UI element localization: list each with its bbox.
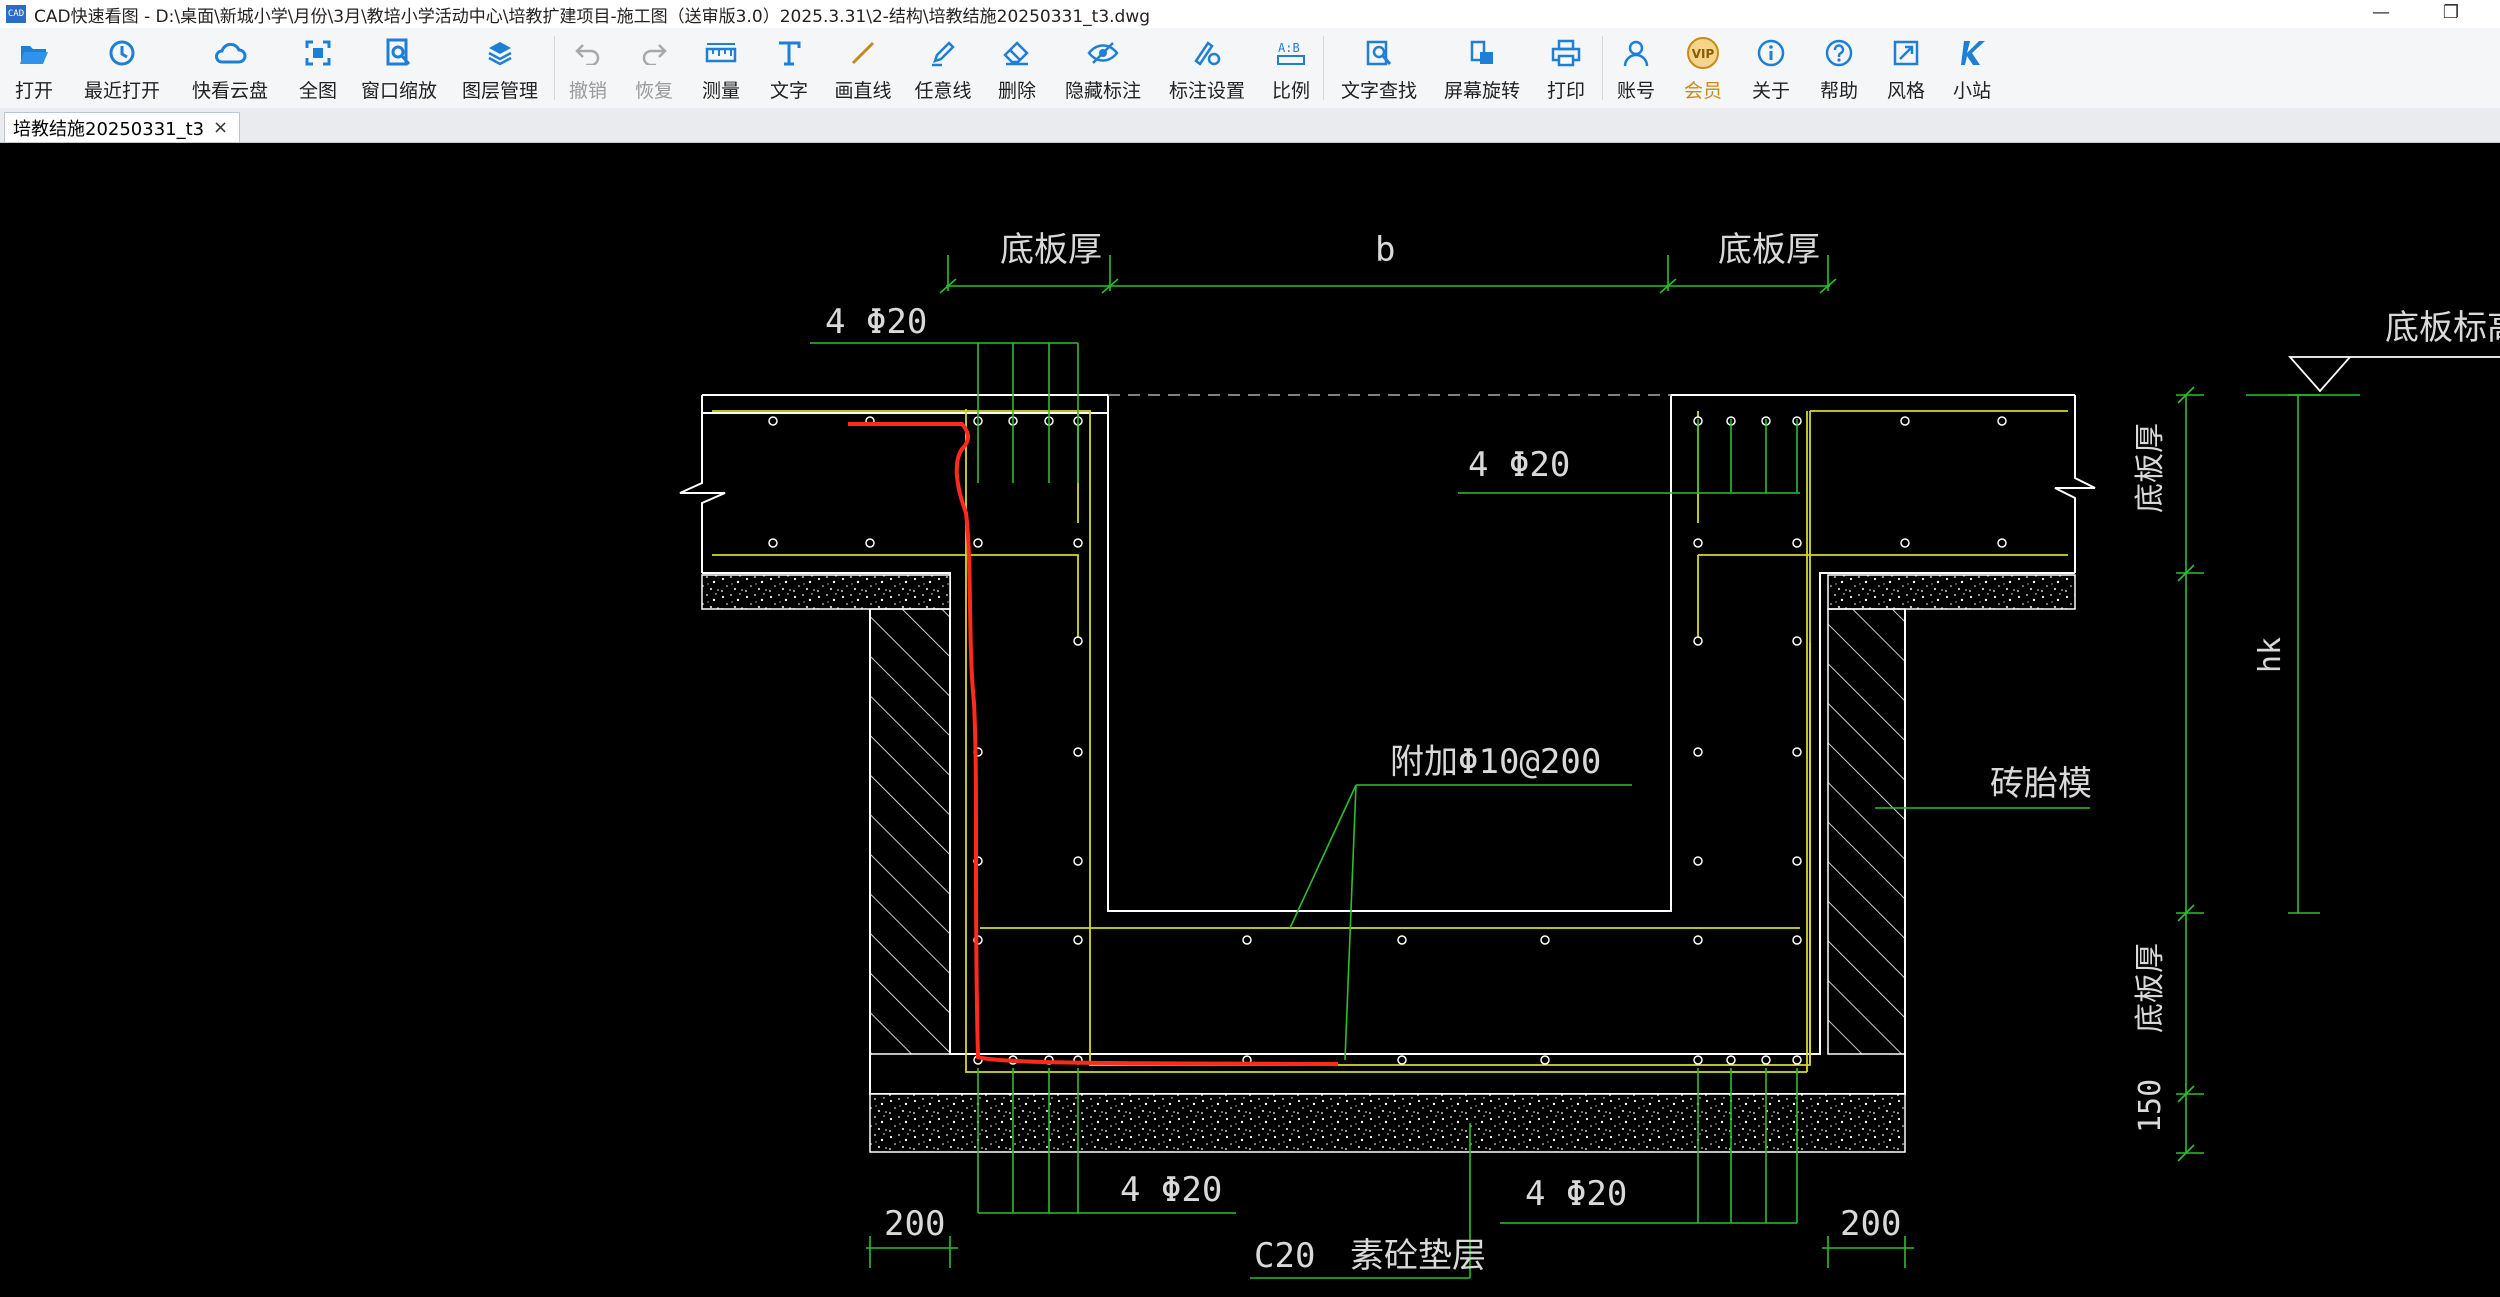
document-tab-bar: 培教结施20250331_t3 × (0, 108, 2500, 143)
mini-station-button[interactable]: 小站 (1939, 28, 2005, 108)
label-cushion-layer: 素砼垫层 (1350, 1236, 1486, 1276)
label-slab-thickness-left: 底板厚 (1000, 230, 1102, 270)
history-icon (105, 36, 139, 70)
window-zoom-button[interactable]: 窗口缩放 (352, 28, 446, 108)
annotation-settings-button[interactable]: 标注设置 (1155, 28, 1259, 108)
svg-text:VIP: VIP (1692, 47, 1715, 61)
info-icon (1754, 36, 1788, 70)
concrete-cushion-layer (869, 1093, 1906, 1153)
cloud-icon (213, 36, 247, 70)
annotation-settings-icon (1190, 36, 1224, 70)
layers-icon (483, 36, 517, 70)
text-button[interactable]: 文字 (755, 28, 823, 108)
scale-button[interactable]: A:B 比例 (1259, 28, 1323, 108)
label-slab-elevation: 底板标高 (2385, 308, 2500, 348)
style-icon (1889, 36, 1923, 70)
cushion-block-left (701, 574, 951, 610)
undo-icon (571, 36, 605, 70)
redo-button[interactable]: 恢复 (621, 28, 687, 108)
freehand-line-button[interactable]: 任意线 (903, 28, 983, 108)
eraser-icon (1000, 36, 1034, 70)
label-slab-thickness-vertical-bottom: 底板厚 (2133, 943, 2168, 1033)
main-toolbar: 打开 最近打开 快看云盘 全图 窗口缩放 图层管理 撤销 恢复 测量 文字 画直… (0, 28, 2500, 108)
label-hk: hk (2253, 637, 2288, 673)
tab-label: 培教结施20250331_t3 (13, 118, 205, 140)
about-button[interactable]: 关于 (1737, 28, 1805, 108)
label-rebar-bottom-left: 4 Φ20 (1120, 1170, 1222, 1210)
printer-icon (1549, 36, 1583, 70)
label-brick-mould: 砖胎模 (1990, 764, 2092, 804)
tab-drawing[interactable]: 培教结施20250331_t3 × (4, 112, 240, 142)
text-search-icon (1362, 36, 1396, 70)
vip-member-button[interactable]: VIP 会员 (1669, 28, 1737, 108)
help-icon (1822, 36, 1856, 70)
help-button[interactable]: 帮助 (1805, 28, 1873, 108)
markup-red-line (848, 422, 1339, 1066)
full-view-button[interactable]: 全图 (284, 28, 352, 108)
line-icon (846, 36, 880, 70)
app-logo-icon: CAD (6, 5, 26, 23)
rotate-screen-icon (1465, 36, 1499, 70)
zoom-window-icon (382, 36, 416, 70)
account-button[interactable]: 账号 (1603, 28, 1669, 108)
measure-button[interactable]: 测量 (687, 28, 755, 108)
rotate-screen-button[interactable]: 屏幕旋转 (1434, 28, 1530, 108)
text-search-button[interactable]: 文字查找 (1324, 28, 1434, 108)
ruler-icon (704, 36, 738, 70)
label-additional-rebar: 附加Φ10@200 (1390, 742, 1601, 782)
brick-mould-right (1827, 608, 1906, 1055)
print-button[interactable]: 打印 (1530, 28, 1602, 108)
rebar-dots (768, 416, 2007, 1065)
svg-text:A:B: A:B (1278, 41, 1300, 55)
toolbar-divider (1323, 36, 1324, 100)
vip-icon: VIP (1686, 36, 1720, 70)
recent-open-button[interactable]: 最近打开 (68, 28, 176, 108)
eye-hide-icon (1086, 36, 1120, 70)
toolbar-divider (1602, 36, 1603, 100)
delete-button[interactable]: 删除 (983, 28, 1051, 108)
redo-icon (637, 36, 671, 70)
tab-close-button[interactable]: × (213, 117, 229, 138)
label-rebar-bottom-right: 4 Φ20 (1525, 1174, 1627, 1214)
fit-screen-icon (301, 36, 335, 70)
title-bar: CAD CAD快速看图 - D:\桌面\新城小学\月份\3月\教培小学活动中心\… (0, 0, 2500, 28)
window-title: CAD快速看图 - D:\桌面\新城小学\月份\3月\教培小学活动中心\培教扩建… (34, 6, 1151, 27)
k-station-icon (1955, 36, 1989, 70)
folder-open-icon (17, 36, 51, 70)
restore-button[interactable]: ❐ (2442, 2, 2460, 23)
label-rebar-top-right: 4 Φ20 (1468, 445, 1570, 485)
text-icon (772, 36, 806, 70)
style-button[interactable]: 风格 (1873, 28, 1939, 108)
hide-annotation-button[interactable]: 隐藏标注 (1051, 28, 1155, 108)
label-slab-thickness-right: 底板厚 (1718, 230, 1820, 270)
layer-manager-button[interactable]: 图层管理 (446, 28, 554, 108)
label-b: b (1375, 230, 1395, 270)
rebar-lines (712, 409, 2068, 1073)
drawing-canvas[interactable]: 底板厚 b 底板厚 4 Φ20 4 Φ20 底板标高 附加Φ10@200 砖胎模… (0, 143, 2500, 1297)
open-button[interactable]: 打开 (0, 28, 68, 108)
label-dim-200-right: 200 (1840, 1204, 1901, 1244)
label-dim-200-left: 200 (884, 1204, 945, 1244)
label-dim-150: 150 (2133, 1079, 2168, 1133)
user-icon (1619, 36, 1653, 70)
dimension-lines (810, 255, 2360, 1279)
pen-icon (926, 36, 960, 70)
label-rebar-top-left: 4 Φ20 (825, 302, 927, 342)
label-slab-thickness-vertical-top: 底板厚 (2133, 423, 2168, 513)
elevation-marker (2288, 356, 2500, 393)
toolbar-divider (554, 36, 555, 100)
cloud-disk-button[interactable]: 快看云盘 (176, 28, 284, 108)
draw-line-button[interactable]: 画直线 (823, 28, 903, 108)
brick-mould-left (869, 608, 951, 1055)
undo-button[interactable]: 撤销 (555, 28, 621, 108)
cushion-block-right (1827, 574, 2076, 610)
label-concrete-grade: C20 (1254, 1236, 1315, 1276)
scale-icon: A:B (1274, 36, 1308, 70)
minimize-button[interactable]: — (2372, 2, 2390, 23)
